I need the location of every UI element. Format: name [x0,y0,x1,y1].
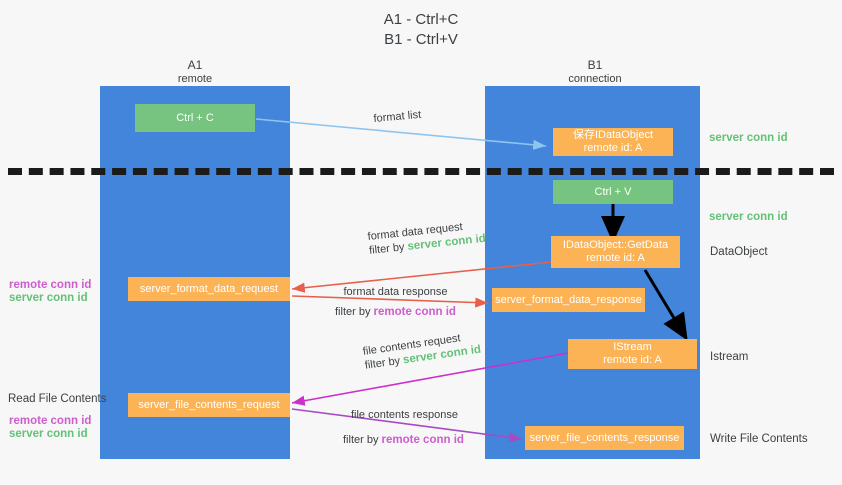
box-server-file-contents-response[interactable]: server_file_contents_response [525,426,684,450]
edge-label-format-data-response-text: format data response [343,286,448,298]
lane-b1-name: B1 [587,58,603,72]
box-save-idataobject-line1: 保存IDataObject [572,129,654,141]
box-ctrl-v[interactable]: Ctrl + V [553,180,673,204]
box-server-file-contents-request[interactable]: server_file_contents_request [128,393,290,417]
phase-separator [8,168,834,175]
left-label-remote-conn-id-upper: remote conn id [9,279,92,291]
filter-key-remote-conn-id-1: remote conn id [373,306,456,318]
edge-label-format-data-response: format data response filter by remote co… [335,285,456,319]
edge-label-file-contents-response-filter: filter by remote conn id [343,434,464,446]
left-label-remote-conn-id-lower: remote conn id [9,415,92,427]
box-istream-line1: IStream [613,341,652,353]
right-label-istream: Istream [710,351,749,363]
box-idataobject-getdata-line1: IDataObject::GetData [562,239,669,251]
edge-label-format-list: format list [373,108,422,125]
title-line-2: B1 - Ctrl+V [384,31,458,48]
box-server-format-data-response-label: server_format_data_response [495,293,642,306]
box-ctrl-v-label: Ctrl + V [594,185,632,198]
lane-a1-name: A1 [187,58,203,72]
lane-b1-sub: connection [568,73,622,85]
title-line-1: A1 - Ctrl+C [383,11,459,28]
box-server-format-data-request-label: server_format_data_request [139,282,279,295]
box-server-file-contents-request-label: server_file_contents_request [138,398,280,411]
lane-header-a1: A1 remote [130,58,260,86]
edge-label-format-data-response-filter: filter by remote conn id [335,306,456,318]
box-idataobject-getdata-line2: remote id: A [586,252,645,264]
lane-header-b1: B1 connection [530,58,660,86]
diagram-title: A1 - Ctrl+C B1 - Ctrl+V [0,10,842,50]
filter-key-remote-conn-id-2: remote conn id [381,434,464,446]
left-label-read-file-contents: Read File Contents [8,393,107,405]
right-label-data-object: DataObject [710,246,768,258]
box-idataobject-getdata[interactable]: IDataObject::GetData remote id: A [551,236,680,268]
edge-label-file-contents-response: file contents response filter by remote … [343,408,464,447]
edge-label-file-contents-request: file contents request filter by server c… [362,329,482,373]
box-save-idataobject-line2: remote id: A [583,142,643,154]
right-label-write-file-contents: Write File Contents [710,433,808,445]
box-ctrl-c[interactable]: Ctrl + C [135,104,255,132]
right-label-server-conn-id-top: server conn id [709,132,788,144]
edge-label-format-data-request: format data request filter by server con… [367,218,486,258]
box-ctrl-c-label: Ctrl + C [176,111,214,124]
left-label-server-conn-id-lower: server conn id [9,428,88,440]
lane-a1-sub: remote [177,73,213,85]
box-server-format-data-response[interactable]: server_format_data_response [492,288,645,312]
left-label-server-conn-id-upper: server conn id [9,292,88,304]
box-istream-line2: remote id: A [603,354,662,366]
box-server-file-contents-response-label: server_file_contents_response [529,431,680,444]
box-istream[interactable]: IStream remote id: A [568,339,697,369]
edge-label-file-contents-response-text: file contents response [350,409,458,421]
box-server-format-data-request[interactable]: server_format_data_request [128,277,290,301]
box-save-idataobject[interactable]: 保存IDataObject remote id: A [553,128,673,156]
right-label-server-conn-id-mid: server conn id [709,211,788,223]
